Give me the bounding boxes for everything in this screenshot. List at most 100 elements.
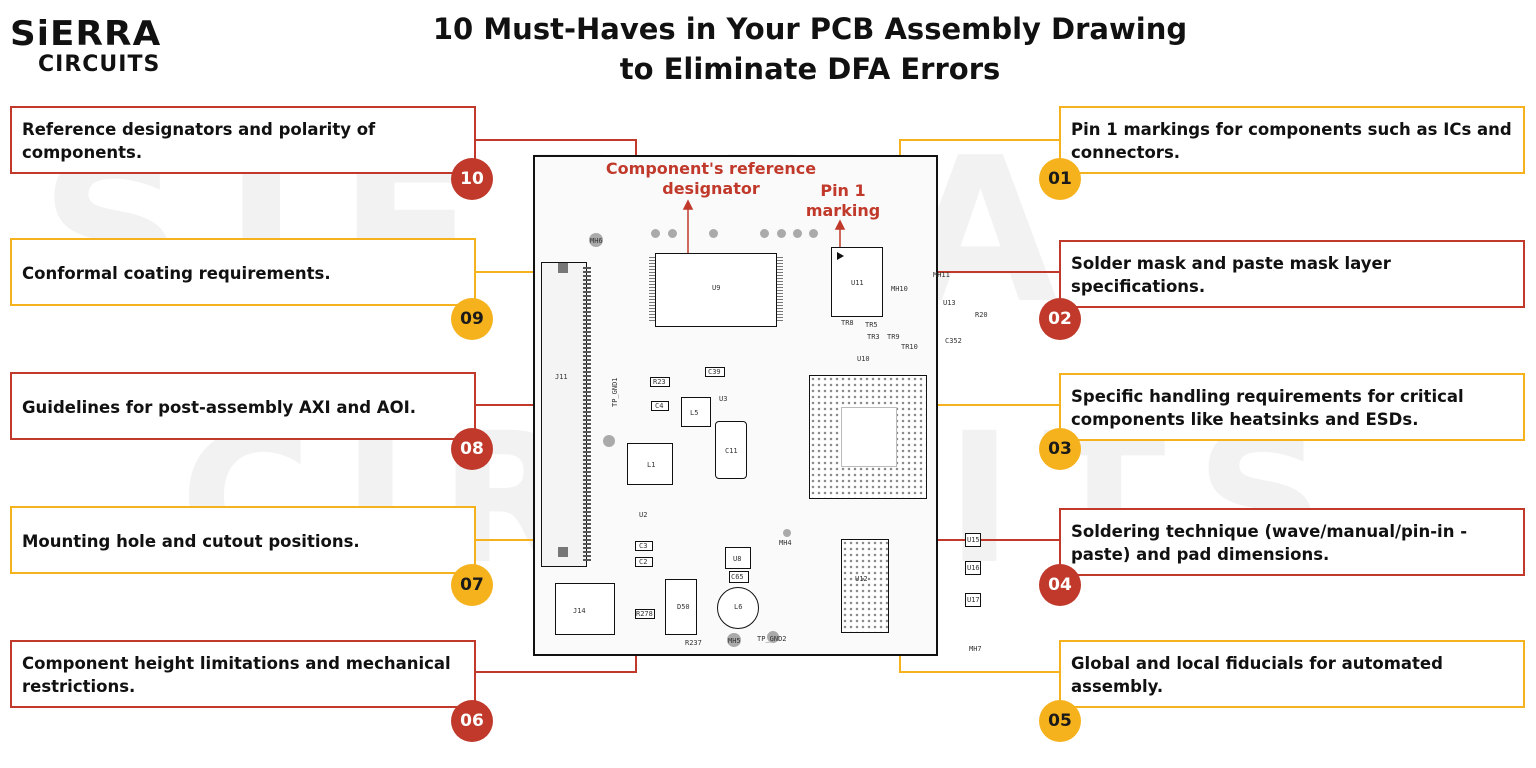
label-c65: C65 — [731, 573, 744, 581]
chip-u8 — [725, 547, 751, 569]
label-j14: J14 — [573, 607, 586, 615]
label-r237: R237 — [685, 639, 702, 647]
item-02-text: Solder mask and paste mask layer specifi… — [1071, 254, 1391, 296]
item-01-text: Pin 1 markings for components such as IC… — [1071, 120, 1512, 162]
label-mh7: MH7 — [969, 645, 982, 653]
label-mh5: MH5 — [728, 637, 741, 645]
connector-j11 — [541, 262, 587, 567]
item-04-text: Soldering technique (wave/manual/pin-in … — [1071, 522, 1468, 564]
label-mh6: MH6 — [590, 237, 603, 245]
test-point-gnd2 — [767, 631, 779, 643]
pin1-annotation-line1: Pin 1 — [820, 181, 866, 200]
item-07-badge: 07 — [451, 564, 493, 606]
label-j11: J11 — [555, 373, 568, 381]
u9-pins-right — [777, 257, 783, 323]
item-06-box: Component height limitations and mechani… — [10, 640, 476, 708]
diode-d50 — [665, 579, 697, 635]
label-tr3: TR3 — [867, 333, 880, 341]
label-mh11: MH11 — [933, 271, 950, 279]
item-04-badge: 04 — [1039, 564, 1081, 606]
label-c11: C11 — [725, 447, 738, 455]
label-tr8: TR8 — [841, 319, 854, 327]
item-09-text: Conformal coating requirements. — [22, 264, 331, 283]
item-05-box: Global and local fiducials for automated… — [1059, 640, 1525, 708]
label-u15: U15 — [967, 536, 980, 544]
item-07-text: Mounting hole and cutout positions. — [22, 532, 360, 551]
label-tr10: TR10 — [901, 343, 918, 351]
label-u17: U17 — [967, 596, 980, 604]
item-02-box: Solder mask and paste mask layer specifi… — [1059, 240, 1525, 308]
connector-j14 — [555, 583, 615, 635]
inductor-l5 — [681, 397, 711, 427]
item-09-badge: 09 — [451, 298, 493, 340]
label-d50: D50 — [677, 603, 690, 611]
label-mh4: MH4 — [779, 539, 792, 547]
item-06-text: Component height limitations and mechani… — [22, 654, 451, 696]
label-c39: C39 — [708, 368, 721, 376]
j11-pad-bottom — [558, 547, 568, 557]
capacitor-c2 — [635, 557, 653, 567]
label-c3: C3 — [639, 542, 648, 550]
ref-designator-annotation-line2: designator — [662, 179, 760, 198]
pad-row-5 — [777, 229, 786, 238]
item-10-text: Reference designators and polarity of co… — [22, 120, 376, 162]
label-mh10: MH10 — [891, 285, 908, 293]
resistor-r23 — [650, 377, 670, 387]
chip-u16 — [965, 561, 981, 575]
pad-row-2 — [668, 229, 677, 238]
pin1-annotation-line2: marking — [805, 201, 881, 220]
item-01-box: Pin 1 markings for components such as IC… — [1059, 106, 1525, 174]
logo-circuits: CIRCUITS — [38, 52, 161, 77]
label-tr5: TR5 — [865, 321, 878, 329]
label-r23: R23 — [653, 378, 666, 386]
label-l1: L1 — [647, 461, 656, 469]
chip-u9 — [655, 253, 777, 327]
pad-row-3 — [709, 229, 718, 238]
label-u8: U8 — [733, 555, 742, 563]
capacitor-c3 — [635, 541, 653, 551]
label-l5: L5 — [690, 409, 699, 417]
item-10-box: Reference designators and polarity of co… — [10, 106, 476, 174]
label-c4: C4 — [655, 402, 664, 410]
item-02-badge: 02 — [1039, 298, 1081, 340]
label-tpgnd2: TP_GND2 — [757, 635, 787, 643]
item-08-box: Guidelines for post-assembly AXI and AOI… — [10, 372, 476, 440]
label-tpgnd1: TP_GND1 — [611, 377, 619, 407]
connector-05 — [899, 655, 1060, 673]
item-03-badge: 03 — [1039, 428, 1081, 470]
page-title-line1: 10 Must-Haves in Your PCB Assembly Drawi… — [432, 12, 1188, 46]
label-u2: U2 — [639, 511, 648, 519]
pad-row-6 — [793, 229, 802, 238]
label-l6: L6 — [734, 603, 743, 611]
pad-row-4 — [760, 229, 769, 238]
capacitor-c65 — [729, 571, 749, 583]
test-point-gnd1 — [603, 435, 615, 447]
pad-row-7 — [809, 229, 818, 238]
connector-01 — [899, 139, 1060, 158]
item-10-badge: 10 — [451, 158, 493, 200]
item-04-box: Soldering technique (wave/manual/pin-in … — [1059, 508, 1525, 576]
u10-center — [841, 407, 897, 467]
j11-pad-top — [558, 263, 568, 273]
label-c2: C2 — [639, 558, 648, 566]
item-08-text: Guidelines for post-assembly AXI and AOI… — [22, 398, 417, 417]
mounting-hole-mh5 — [727, 633, 741, 647]
mounting-hole-mh6 — [589, 233, 603, 247]
inductor-l1 — [627, 443, 673, 485]
label-c352: C352 — [945, 337, 962, 345]
label-u11: U11 — [851, 279, 864, 287]
inductor-l6 — [717, 587, 759, 629]
item-09-box: Conformal coating requirements. — [10, 238, 476, 306]
pad-row-1 — [651, 229, 660, 238]
connector-06 — [476, 655, 637, 673]
page-title-line2: to Eliminate DFA Errors — [619, 52, 1001, 86]
label-u10: U10 — [857, 355, 870, 363]
item-08-badge: 08 — [451, 428, 493, 470]
chip-u11 — [831, 247, 883, 317]
u9-pins-left — [649, 257, 655, 323]
label-u3: U3 — [719, 395, 728, 403]
capacitor-c11 — [715, 421, 747, 479]
chip-u12 — [841, 539, 889, 633]
item-03-text: Specific handling requirements for criti… — [1071, 387, 1464, 429]
